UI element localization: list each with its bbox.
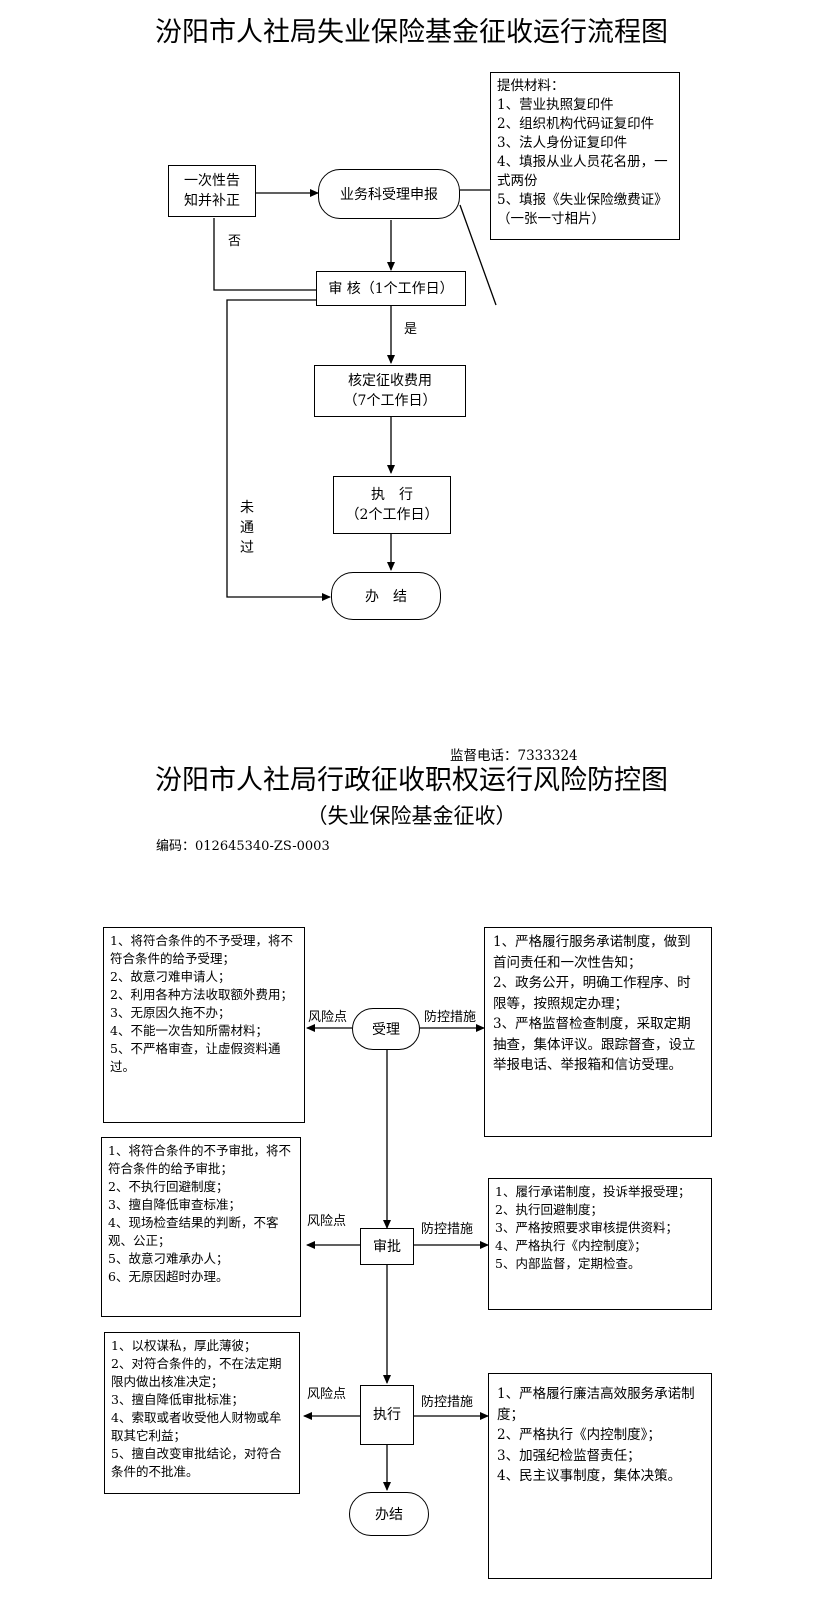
control-item: 1、履行承诺制度，投诉举报受理； — [495, 1184, 691, 1199]
fee-assessment-box: 核定征收费用 （7个工作日） — [314, 365, 466, 417]
control-label-execute: 防控措施 — [421, 1395, 474, 1410]
risk-box-accept: 1、将符合条件的不予受理，将不符合条件的给予受理； 2、故意刁难申请人； 2、利… — [103, 927, 305, 1123]
control-box-approve: 1、履行承诺制度，投诉举报受理； 2、执行回避制度； 3、严格按照要求审核提供资… — [488, 1178, 712, 1310]
risk-item: 1、将符合条件的不予审批，将不符合条件的给予审批； — [108, 1143, 291, 1176]
control-item: 4、严格执行《内控制度》； — [495, 1238, 647, 1253]
execute-box: 执 行 （2个工作日） — [333, 476, 451, 534]
no-label: 否 — [228, 234, 242, 249]
materials-box: 提供材料： 1、营业执照复印件 2、组织机构代码证复印件 3、法人身份证复印件 … — [490, 72, 680, 240]
risk-item: 5、不严格审查，让虚假资料通过。 — [110, 1041, 281, 1074]
done-node: 办 结 — [331, 572, 441, 620]
risk-item: 1、以权谋私，厚此薄彼； — [111, 1338, 257, 1353]
stage-approve-box: 审批 — [360, 1228, 414, 1265]
materials-item: 1、营业执照复印件 — [497, 97, 614, 113]
control-item: 2、执行回避制度； — [495, 1202, 603, 1217]
yes-label: 是 — [404, 322, 418, 337]
control-label-accept: 防控措施 — [424, 1010, 477, 1025]
materials-item: 2、组织机构代码证复印件 — [497, 116, 655, 132]
risk-item: 4、现场检查结果的判断，不客观、公正； — [108, 1215, 279, 1248]
control-item: 4、民主议事制度，集体决策。 — [497, 1468, 682, 1484]
control-label-approve: 防控措施 — [421, 1222, 474, 1237]
control-item: 3、加强纪检监督责任； — [497, 1447, 641, 1464]
control-box-execute: 1、严格履行廉洁高效服务承诺制度； 2、严格执行《内控制度》； 3、加强纪检监督… — [488, 1373, 712, 1579]
stage-execute-text: 执行 — [373, 1407, 401, 1423]
done-node-2: 办结 — [349, 1492, 429, 1536]
review-box: 审 核（1个工作日） — [316, 271, 466, 306]
control-item: 3、严格按照要求审核提供资料； — [495, 1220, 678, 1235]
review-text: 审 核（1个工作日） — [328, 280, 454, 297]
risk-label-execute: 风险点 — [307, 1387, 347, 1402]
materials-item: 3、法人身份证复印件 — [497, 135, 628, 151]
control-item: 5、内部监督，定期检查。 — [495, 1256, 641, 1271]
flow2-title: 汾阳市人社局行政征收职权运行风险防控图 — [155, 765, 668, 796]
stage-approve-text: 审批 — [373, 1238, 401, 1255]
control-item: 3、严格监督检查制度，采取定期抽查，集体评议。跟踪督查，设立举报电话、举报箱和信… — [493, 1016, 696, 1073]
execute-text: 执 行 — [371, 487, 413, 503]
fail-label: 未通过 — [240, 500, 254, 556]
risk-item: 3、擅自降低审查标准； — [108, 1197, 241, 1212]
supervision-phone: 监督电话：7333324 — [450, 748, 578, 764]
risk-item: 2、对符合条件的，不在法定期限内做出核准决定； — [111, 1356, 282, 1389]
stage-accept-node: 受理 — [352, 1008, 420, 1050]
done-text: 办 结 — [365, 589, 407, 605]
fee-assessment-text: 核定征收费用 — [348, 373, 432, 389]
notify-correct-text: 一次性告知并补正 — [184, 173, 240, 209]
accept-application-text: 业务科受理申报 — [340, 187, 438, 203]
risk-item: 3、无原因久拖不办； — [110, 1005, 231, 1020]
risk-box-approve: 1、将符合条件的不予审批，将不符合条件的给予审批； 2、不执行回避制度； 3、擅… — [101, 1137, 301, 1317]
risk-box-execute: 1、以权谋私，厚此薄彼； 2、对符合条件的，不在法定期限内做出核准决定； 3、擅… — [104, 1332, 300, 1494]
control-item: 2、严格执行《内控制度》； — [497, 1427, 661, 1443]
fee-assessment-days: （7个工作日） — [343, 393, 437, 409]
risk-item: 1、将符合条件的不予受理，将不符合条件的给予受理； — [110, 933, 293, 966]
stage-accept-text: 受理 — [372, 1022, 400, 1038]
risk-item: 3、擅自降低审批标准； — [111, 1392, 244, 1407]
code-number: 编码：012645340-ZS-0003 — [156, 839, 330, 854]
accept-application-node: 业务科受理申报 — [318, 169, 460, 219]
risk-label-approve: 风险点 — [307, 1214, 347, 1229]
risk-label-accept: 风险点 — [308, 1010, 348, 1025]
risk-item: 5、擅自改变审批结论，对符合条件的不批准。 — [111, 1446, 282, 1479]
flow1-title: 汾阳市人社局失业保险基金征收运行流程图 — [155, 17, 668, 48]
risk-item: 4、索取或者收受他人财物或牟取其它利益； — [111, 1410, 282, 1443]
risk-item: 2、不执行回避制度； — [108, 1179, 229, 1194]
control-item: 1、严格履行廉洁高效服务承诺制度； — [497, 1386, 695, 1423]
stage-execute-box: 执行 — [360, 1385, 414, 1445]
control-item: 1、严格履行服务承诺制度，做到首问责任和一次性告知； — [493, 934, 691, 971]
risk-item: 6、无原因超时办理。 — [108, 1269, 229, 1284]
risk-item: 4、不能一次告知所需材料； — [110, 1023, 268, 1038]
risk-item: 2、故意刁难申请人； — [110, 969, 231, 984]
control-item: 2、政务公开，明确工作程序、时限等，按照规定办理； — [493, 975, 691, 1012]
done-text-2: 办结 — [375, 1507, 403, 1523]
materials-title: 提供材料： — [497, 78, 565, 94]
flow2-subtitle: （失业保险基金征收） — [306, 804, 517, 828]
materials-item: 5、填报《失业保险缴费证》（一张一寸相片） — [497, 192, 668, 227]
risk-item: 2、利用各种方法收取额外费用； — [110, 987, 293, 1002]
risk-item: 5、故意刁难承办人； — [108, 1251, 229, 1266]
notify-correct-box: 一次性告知并补正 — [168, 165, 256, 217]
control-box-accept: 1、严格履行服务承诺制度，做到首问责任和一次性告知； 2、政务公开，明确工作程序… — [484, 927, 712, 1137]
materials-item: 4、填报从业人员花名册，一式两份 — [497, 154, 668, 189]
execute-days: （2个工作日） — [345, 507, 439, 523]
